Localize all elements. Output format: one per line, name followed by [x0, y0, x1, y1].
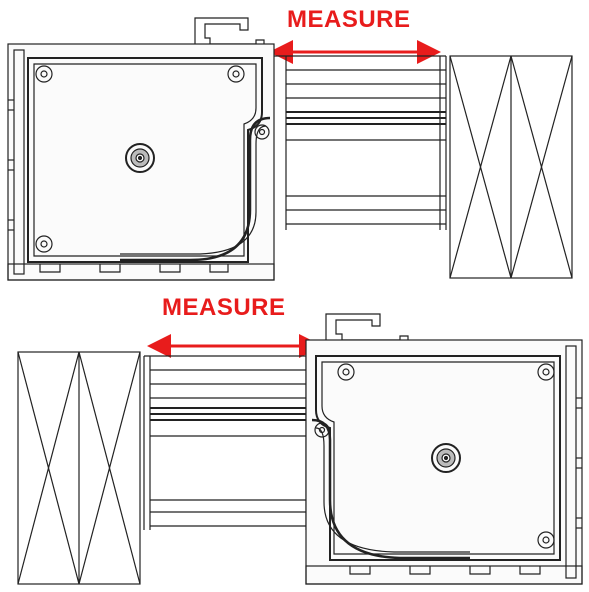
top-assembly: [7, 17, 573, 281]
window-frame-bottom: [17, 351, 141, 585]
slat-guide-top: [274, 55, 447, 230]
corner-screw-icon: [314, 363, 555, 549]
window-frame-top: [449, 55, 573, 279]
axle-icon: [125, 143, 155, 173]
roller-chamber-top: [27, 57, 263, 263]
housing-top-lip: [194, 17, 249, 44]
slat-guide-bottom: [143, 355, 307, 530]
corner-screw-icon: [35, 65, 270, 253]
axle-icon: [431, 443, 461, 473]
housing-top-lip-bottom: [325, 313, 381, 340]
bottom-assembly: [17, 313, 583, 585]
measure-label-top: MEASURE: [287, 6, 411, 33]
measure-label-bottom: MEASURE: [162, 294, 286, 321]
